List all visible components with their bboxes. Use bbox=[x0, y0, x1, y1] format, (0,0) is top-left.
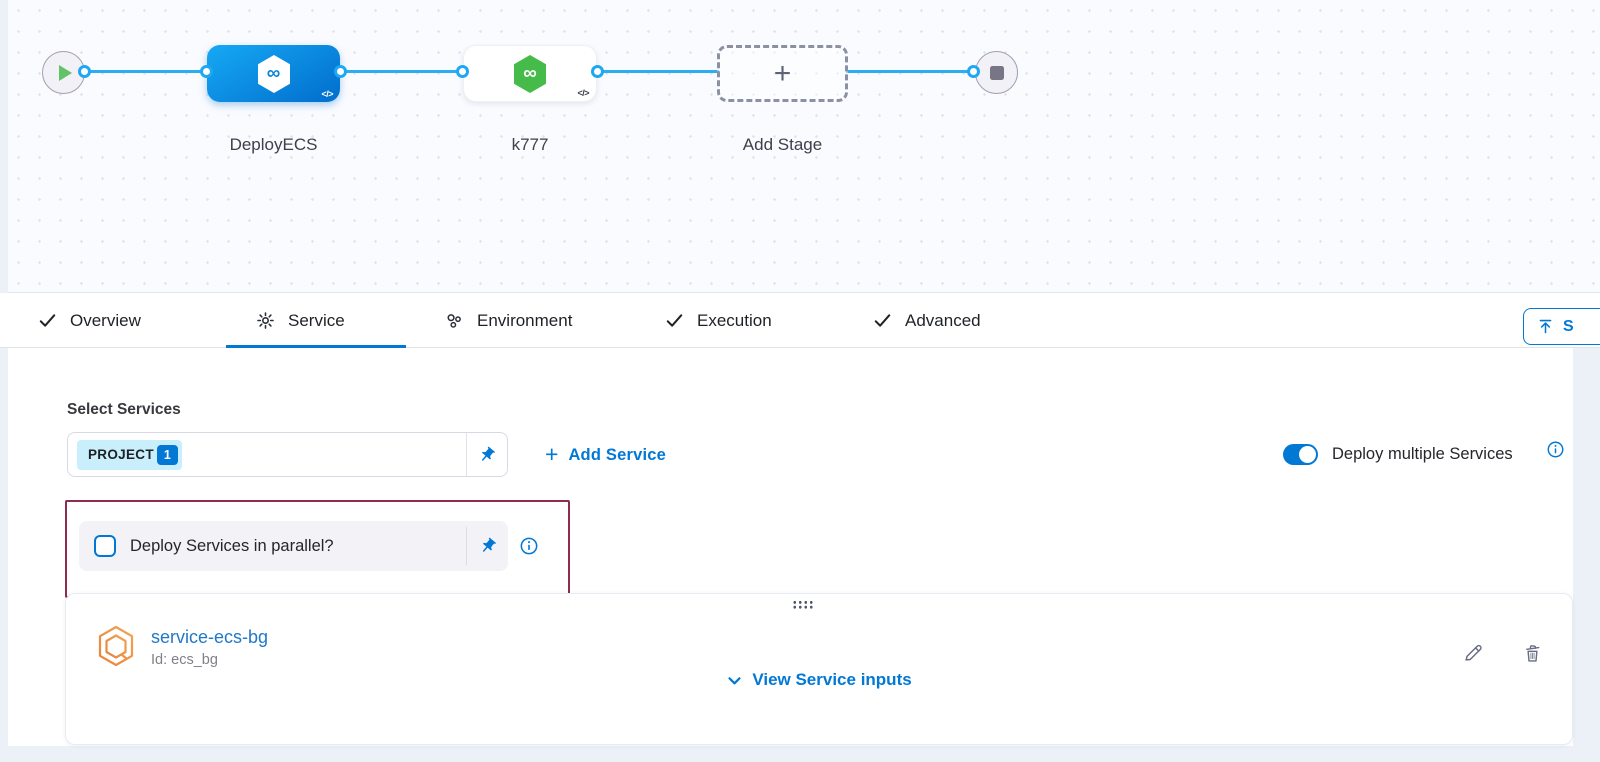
trash-icon bbox=[1526, 645, 1540, 662]
check-icon bbox=[666, 314, 683, 327]
info-icon[interactable] bbox=[1547, 441, 1564, 463]
stage-label-deployecs: DeployECS bbox=[229, 135, 318, 154]
tab-environment[interactable]: Environment bbox=[444, 293, 572, 348]
service-hexagon-icon bbox=[97, 625, 135, 672]
infinity-glyph: ∞ bbox=[523, 63, 537, 84]
stage-node-deployecs[interactable]: ∞ </> bbox=[207, 45, 340, 102]
infinity-glyph: ∞ bbox=[266, 63, 281, 84]
harness-hexagon-icon: ∞ bbox=[512, 54, 548, 94]
plus-icon: + bbox=[773, 56, 792, 90]
stop-icon bbox=[989, 65, 1004, 80]
pipeline-connector bbox=[85, 70, 209, 73]
add-service-label: Add Service bbox=[568, 445, 667, 464]
pipeline-connector bbox=[597, 70, 719, 73]
field-divider bbox=[466, 527, 467, 565]
edit-service-button[interactable] bbox=[1462, 642, 1484, 669]
gear-icon bbox=[257, 312, 274, 329]
pencil-icon bbox=[1465, 644, 1482, 661]
deploy-parallel-checkbox[interactable] bbox=[94, 535, 116, 557]
check-icon bbox=[39, 314, 56, 327]
tab-label: Execution bbox=[697, 310, 772, 330]
pipeline-connector bbox=[340, 70, 465, 73]
tab-label: Service bbox=[288, 310, 345, 330]
harness-hexagon-icon: ∞ bbox=[256, 54, 292, 94]
connector-port[interactable] bbox=[78, 65, 91, 78]
service-select-value[interactable]: PROJECT 1 bbox=[68, 439, 466, 470]
toggle-knob bbox=[1299, 446, 1316, 463]
plus-icon: + bbox=[545, 440, 559, 467]
pin-icon bbox=[482, 537, 496, 552]
pin-icon bbox=[482, 446, 495, 461]
info-icon[interactable] bbox=[520, 537, 538, 560]
connector-port[interactable] bbox=[334, 65, 347, 78]
delete-service-button[interactable] bbox=[1522, 643, 1543, 669]
tab-advanced[interactable]: Advanced bbox=[873, 293, 981, 348]
tab-label: Advanced bbox=[905, 310, 981, 330]
connector-port[interactable] bbox=[200, 65, 213, 78]
save-button[interactable]: S bbox=[1523, 308, 1600, 345]
connector-port[interactable] bbox=[967, 65, 980, 78]
stage-label-add-stage: Add Stage bbox=[742, 135, 823, 154]
code-badge: </> bbox=[321, 89, 333, 99]
service-name-link[interactable]: service-ecs-bg bbox=[151, 627, 269, 647]
service-card: service-ecs-bg Id: ecs_bg View Service i… bbox=[65, 593, 1573, 745]
play-icon bbox=[59, 64, 72, 81]
project-scope-chip[interactable]: PROJECT 1 bbox=[77, 439, 182, 470]
add-service-button[interactable]: + Add Service bbox=[545, 441, 666, 469]
drag-handle-icon[interactable] bbox=[792, 600, 813, 609]
chip-count-badge: 1 bbox=[156, 444, 178, 465]
chevron-down-icon bbox=[728, 676, 741, 684]
pin-button[interactable] bbox=[467, 537, 508, 555]
connector-port[interactable] bbox=[591, 65, 604, 78]
stage-node-k777[interactable]: ∞ </> bbox=[463, 45, 597, 102]
service-select-input[interactable]: PROJECT 1 bbox=[67, 432, 508, 477]
check-icon bbox=[874, 314, 891, 327]
tab-execution[interactable]: Execution bbox=[665, 293, 772, 348]
select-services-label: Select Services bbox=[67, 401, 181, 418]
tab-label: Overview bbox=[70, 310, 141, 330]
stage-tab-bar bbox=[0, 293, 1600, 348]
upload-icon bbox=[1539, 319, 1552, 334]
chip-label: PROJECT bbox=[88, 447, 154, 462]
service-id-text: Id: ecs_bg bbox=[151, 652, 218, 668]
deploy-multiple-toggle[interactable] bbox=[1283, 444, 1318, 465]
stage-label-k777: k777 bbox=[511, 135, 549, 154]
tab-label: Environment bbox=[477, 310, 573, 330]
connector-port[interactable] bbox=[456, 65, 469, 78]
deploy-multiple-label: Deploy multiple Services bbox=[1332, 445, 1513, 463]
tab-overview[interactable]: Overview bbox=[38, 293, 141, 348]
pipeline-connector bbox=[846, 70, 971, 73]
deploy-parallel-field[interactable]: Deploy Services in parallel? bbox=[79, 521, 508, 571]
environment-icon bbox=[447, 313, 461, 328]
active-tab-underline bbox=[226, 345, 406, 348]
add-stage-button[interactable]: + bbox=[717, 45, 848, 102]
code-badge: </> bbox=[577, 88, 589, 98]
view-service-inputs-label: View Service inputs bbox=[752, 670, 912, 689]
view-service-inputs-toggle[interactable]: View Service inputs bbox=[66, 670, 1572, 690]
pipeline-end-button[interactable] bbox=[975, 51, 1018, 94]
pin-button[interactable] bbox=[466, 433, 507, 476]
save-button-label: S bbox=[1563, 317, 1574, 335]
deploy-parallel-label: Deploy Services in parallel? bbox=[130, 536, 334, 555]
tab-service[interactable]: Service bbox=[256, 293, 345, 348]
